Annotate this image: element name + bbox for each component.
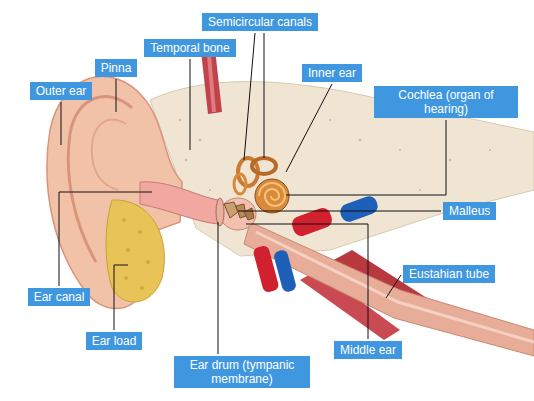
part-label: Ear load (92, 334, 137, 348)
leader-line (190, 59, 191, 150)
cochlea (255, 179, 289, 213)
label-box: Temporal bone (144, 39, 235, 57)
label-box: Ear load (86, 332, 143, 350)
part-label: Ear drum (tympanic membrane) (180, 358, 304, 386)
label-box: Eustahian tube (403, 265, 495, 283)
label-box: Malleus (443, 202, 496, 220)
label-box: Pinna (95, 59, 138, 77)
leader-line (59, 192, 152, 286)
leader-line (238, 211, 441, 212)
part-label: Eustahian tube (409, 267, 489, 281)
eustachian-tube (244, 222, 534, 356)
part-label: Temporal bone (150, 41, 229, 55)
leader-line (246, 224, 368, 339)
tube-highlight (256, 232, 534, 342)
leader-line (61, 102, 62, 145)
middle-ear-cavity (220, 198, 256, 230)
part-label: Inner ear (308, 66, 356, 80)
leader-line (116, 79, 117, 112)
label-box: Ear drum (tympanic membrane) (174, 356, 310, 388)
part-label: Semicircular canals (208, 15, 312, 29)
leader-line (244, 33, 255, 160)
ear-canal (140, 182, 218, 224)
antihelix-fold (92, 120, 126, 190)
leader-line (114, 265, 128, 330)
vein (273, 249, 297, 293)
cochlea-spiral (259, 183, 285, 206)
eardrum (216, 198, 224, 226)
tissue-texture (122, 218, 150, 290)
part-label: Malleus (449, 204, 490, 218)
leader-line (286, 120, 446, 195)
artery (252, 245, 279, 294)
ear-load-tissue (106, 200, 164, 302)
part-label: Cochlea (organ of hearing) (380, 88, 512, 116)
label-box: Cochlea (organ of hearing) (374, 86, 518, 118)
stapes-bone (244, 208, 254, 220)
leader-line (218, 222, 219, 354)
leader-line (264, 33, 265, 158)
vein (338, 194, 380, 224)
semicircular-canal (234, 174, 246, 194)
label-box: Inner ear (302, 64, 362, 82)
label-box: Outer ear (30, 82, 93, 100)
label-box: Middle ear (334, 341, 402, 359)
semicircular-canal (252, 158, 276, 174)
part-label: Middle ear (340, 343, 396, 357)
malleus-bone (224, 202, 238, 218)
part-label: Ear canal (34, 290, 85, 304)
label-box: Ear canal (28, 288, 91, 306)
leader-line (386, 275, 401, 298)
label-box: Semicircular canals (202, 13, 318, 31)
part-label: Pinna (101, 61, 132, 75)
part-label: Outer ear (36, 84, 87, 98)
leader-line (286, 84, 332, 172)
